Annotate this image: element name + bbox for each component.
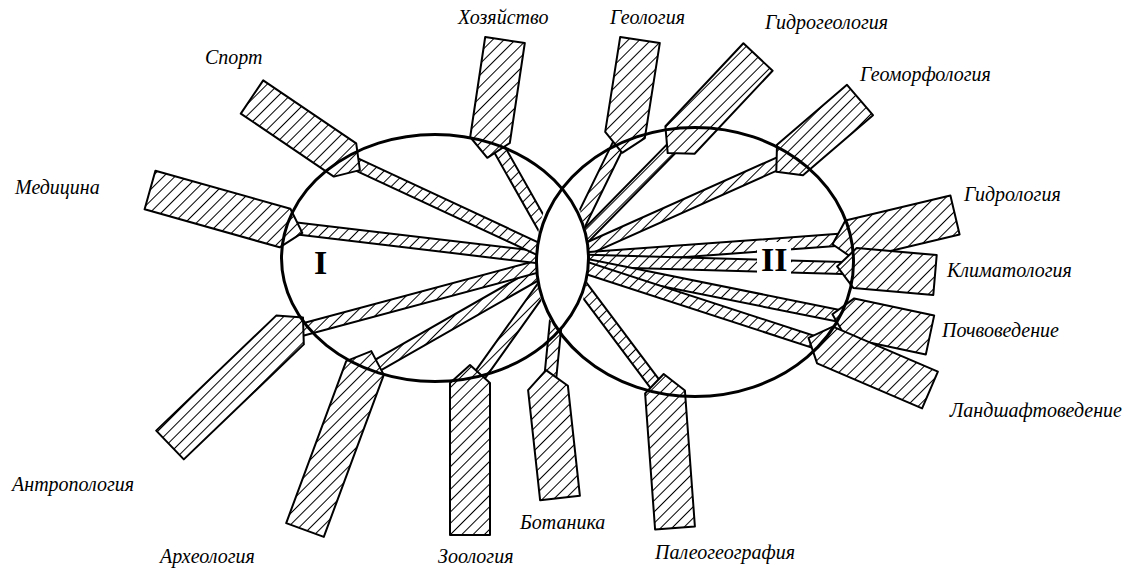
- science-band: [145, 171, 303, 248]
- science-label: Геология: [610, 5, 685, 29]
- science-label: Спорт: [205, 45, 263, 69]
- science-label: Ландшафтоведение: [950, 398, 1122, 422]
- science-label: Геоморфология: [860, 62, 991, 86]
- science-band: [286, 351, 384, 537]
- science-band: [450, 365, 490, 535]
- science-label: Хозяйство: [458, 5, 548, 29]
- ellipse-shape: [282, 135, 589, 382]
- ellipse-shape: [537, 128, 854, 397]
- science-label: Гидрогеология: [765, 10, 888, 34]
- science-label: Палеогеография: [655, 540, 795, 564]
- science-label: Климатология: [947, 258, 1072, 282]
- field-number: II: [757, 242, 791, 278]
- science-band: [809, 327, 938, 409]
- field-ellipse: II: [535, 126, 855, 398]
- science-band: [241, 80, 360, 176]
- science-band: [528, 370, 580, 500]
- science-label: Зоология: [438, 544, 513, 568]
- science-band: [156, 316, 304, 460]
- science-band: [776, 85, 873, 175]
- science-label: Ботаника: [520, 510, 605, 534]
- science-strip: [338, 151, 565, 265]
- science-label: Медицина: [15, 175, 100, 199]
- field-number: I: [310, 245, 331, 281]
- field-ellipse: I: [280, 133, 590, 383]
- science-band: [605, 37, 660, 153]
- overlap-lens: [536, 192, 588, 328]
- science-label: Антропология: [12, 472, 134, 496]
- science-label: Гидрология: [964, 182, 1061, 206]
- science-label: Археология: [160, 544, 255, 568]
- ellipse-outline: [535, 126, 855, 398]
- science-label: Почвоведение: [942, 318, 1059, 342]
